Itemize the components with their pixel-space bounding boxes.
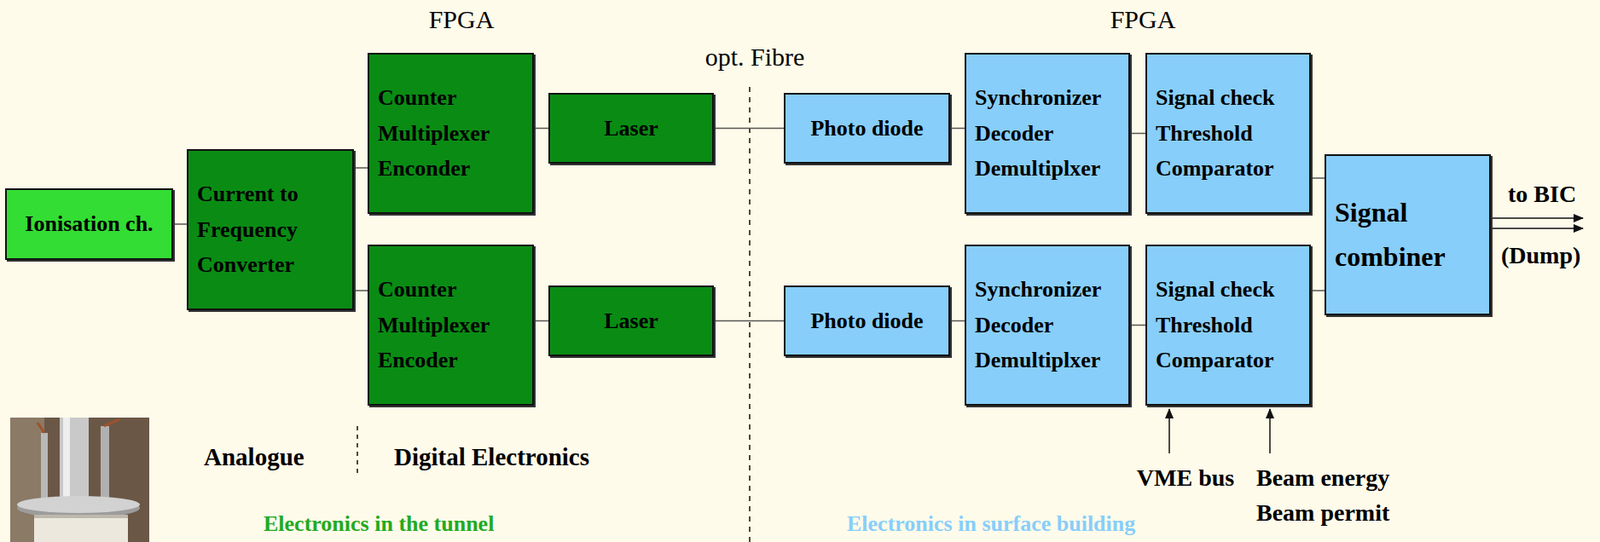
signal-line <box>950 127 965 130</box>
fpga-title: FPGA <box>428 5 495 35</box>
box-text: Signal combiner <box>1334 191 1481 279</box>
fpga-box: Counter Multiplexer Encoder <box>367 244 534 406</box>
box-text: Synchronizer Decoder Demultiplxer <box>974 272 1120 379</box>
signal-line <box>950 320 965 323</box>
signal-line <box>173 223 187 226</box>
box-label: Ionisation ch. <box>24 206 153 243</box>
output-arrow <box>1492 217 1583 220</box>
box-text: Laser <box>603 110 659 147</box>
fpga-box: Synchronizer Decoder Demultiplxer <box>964 244 1131 406</box>
box-label: Synchronizer Decoder Demultiplxer <box>974 80 1120 187</box>
box-text: Ionisation ch. <box>24 206 153 243</box>
input-label: Beam permit <box>1256 499 1390 528</box>
optical-fibre <box>713 320 784 323</box>
box-text: Counter Multiplexer Encoder <box>377 272 524 379</box>
fpga-box: Signal check Threshold Comparator <box>1145 52 1311 215</box>
optical-fibre <box>713 127 784 130</box>
signal-line <box>353 167 368 169</box>
signal-line <box>1310 177 1325 180</box>
signal-line <box>1130 133 1146 135</box>
section-label: Analogue <box>203 443 305 472</box>
box-text: Laser <box>603 303 659 340</box>
box-text: Photo diode <box>810 110 923 147</box>
box-label: Signal check Threshold Comparator <box>1155 272 1301 379</box>
fibre-label: opt. Fibre <box>705 42 806 73</box>
box-label: Counter Multiplexer Enconder <box>377 80 524 187</box>
fpga-box: Signal check Threshold Comparator <box>1145 244 1311 406</box>
fpga-box: Counter Multiplexer Enconder <box>367 52 534 215</box>
box-label: Photo diode <box>810 303 923 340</box>
laser-box: Laser <box>548 92 714 164</box>
box-text: Synchronizer Decoder Demultiplxer <box>974 80 1120 187</box>
input-label: Beam energy <box>1256 464 1390 493</box>
box-text: Signal check Threshold Comparator <box>1155 80 1301 187</box>
box-text: Photo diode <box>810 303 923 340</box>
box-label: Synchronizer Decoder Demultiplxer <box>974 272 1120 379</box>
chamber-photo <box>10 417 150 542</box>
receiver-box: Photo diode <box>783 92 951 164</box>
box-label: Photo diode <box>810 110 923 147</box>
box-label: Counter Multiplexer Encoder <box>377 272 524 379</box>
signal-line <box>533 127 549 130</box>
box-text: Counter Multiplexer Enconder <box>377 80 524 187</box>
process-box: Current to Frequency Converter <box>186 149 354 311</box>
boundary-line <box>748 86 751 542</box>
input-arrow <box>1168 409 1171 454</box>
area-label: Electronics in surface building <box>846 511 1136 538</box>
combiner-box: Signal combiner <box>1324 154 1491 316</box>
laser-box: Laser <box>548 285 714 357</box>
signal-line <box>533 320 549 323</box>
area-label: Electronics in the tunnel <box>263 511 494 538</box>
section-label: Digital Electronics <box>394 443 590 472</box>
signal-line <box>353 289 368 292</box>
output-arrow <box>1492 227 1583 230</box>
detector-box: Ionisation ch. <box>5 188 174 261</box>
signal-line <box>1130 324 1146 327</box>
output-label: to BIC <box>1507 180 1577 209</box>
box-label: Current to Frequency Converter <box>197 176 344 284</box>
signal-line <box>1310 289 1325 292</box>
output-label: (Dump) <box>1501 242 1581 270</box>
box-label: Laser <box>603 110 659 147</box>
input-label: VME bus <box>1136 464 1235 493</box>
box-label: Signal check Threshold Comparator <box>1155 80 1301 187</box>
box-text: Current to Frequency Converter <box>197 176 344 284</box>
box-label: Signal combiner <box>1334 191 1481 279</box>
input-arrow <box>1269 409 1271 454</box>
receiver-box: Photo diode <box>783 285 951 357</box>
box-label: Laser <box>603 303 659 340</box>
fpga-box: Synchronizer Decoder Demultiplxer <box>964 52 1131 215</box>
boundary-line <box>356 426 359 475</box>
box-text: Signal check Threshold Comparator <box>1155 272 1301 379</box>
fpga-title: FPGA <box>1110 5 1177 35</box>
